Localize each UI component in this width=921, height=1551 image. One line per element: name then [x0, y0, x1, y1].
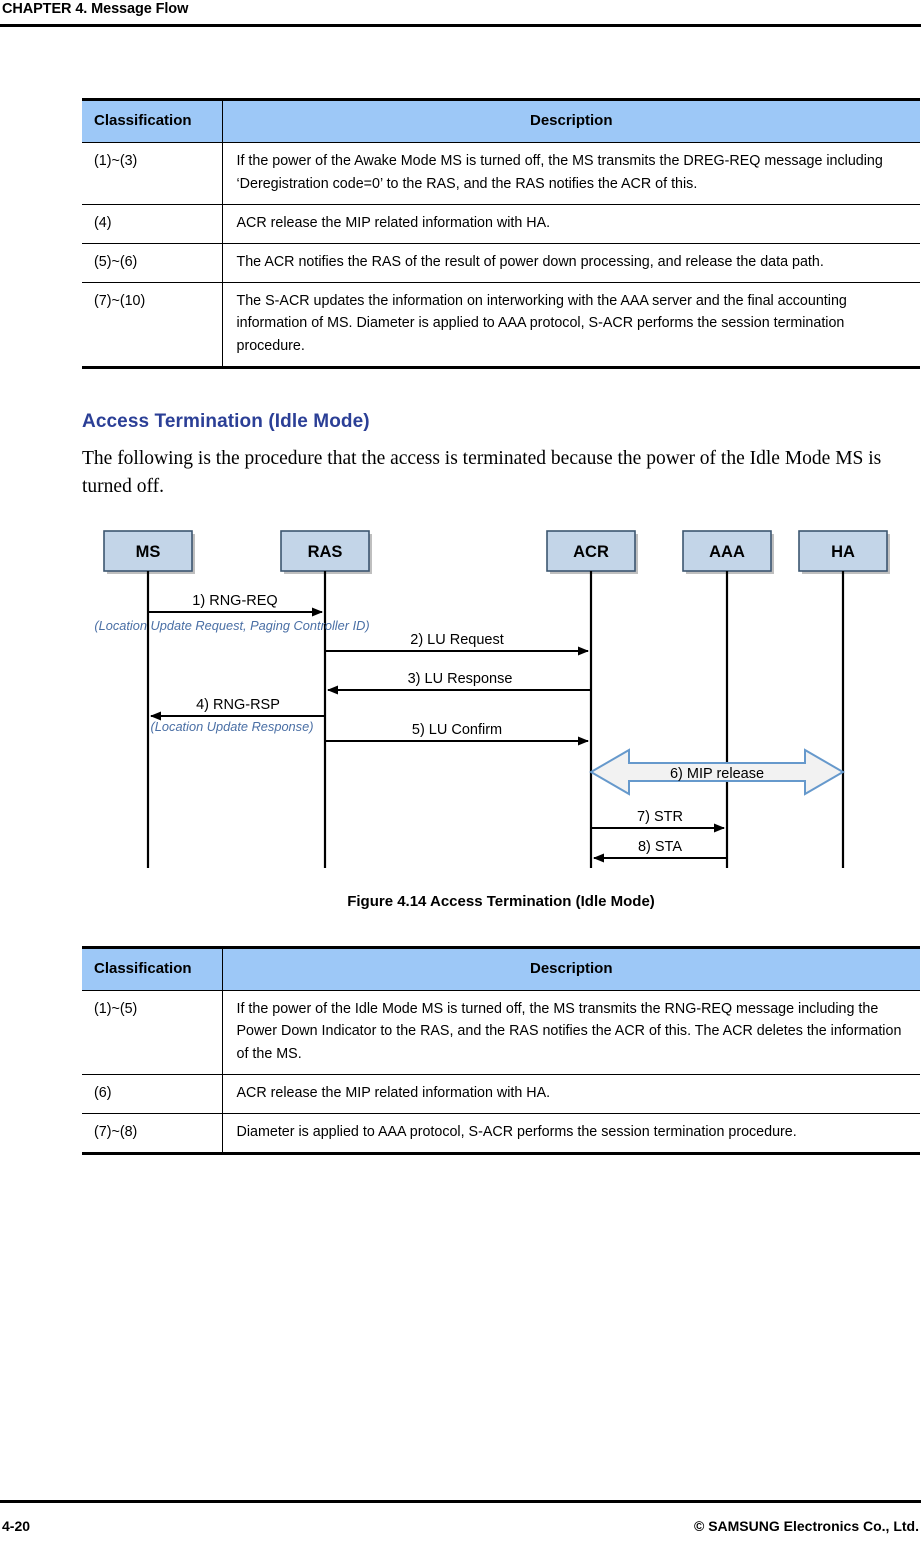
footer-copyright: © SAMSUNG Electronics Co., Ltd. [693, 1518, 919, 1534]
message-label-5: 5) LU Confirm [412, 722, 502, 738]
block-arrow-mip-release [589, 747, 845, 796]
table-row: (5)~(6) The ACR notifies the RAS of the … [82, 242, 920, 283]
figure-caption: Figure 4.14 Access Termination (Idle Mod… [347, 892, 655, 910]
cell-classification: (1)~(5) [82, 989, 223, 1076]
message-label-7: 7) STR [637, 809, 683, 825]
cell-description: If the power of the Idle Mode MS is turn… [222, 989, 920, 1076]
description-table-bottom: Classification Description (1)~(5) If th… [82, 945, 920, 1155]
cell-classification: (6) [82, 1074, 223, 1114]
node-box-ha [798, 529, 890, 574]
table-header-row: Classification Description [82, 945, 920, 991]
cell-description: The S-ACR updates the information on int… [222, 281, 920, 370]
cell-description: The ACR notifies the RAS of the result o… [222, 242, 920, 283]
cell-classification: (1)~(3) [82, 142, 223, 205]
header-divider-rule [0, 24, 921, 27]
page-running-footer: 4-20 © SAMSUNG Electronics Co., Ltd. [0, 1500, 921, 1551]
cell-classification: (5)~(6) [82, 242, 223, 283]
table-row: (7)~(10) The S-ACR updates the informati… [82, 281, 920, 370]
node-box-aaa [682, 529, 774, 574]
section-paragraph: The following is the procedure that the … [82, 448, 882, 497]
node-box-ras [280, 529, 372, 574]
node-label-acr: ACR [573, 543, 609, 561]
cell-description: Diameter is applied to AAA protocol, S-A… [222, 1113, 920, 1155]
node-label-ms: MS [136, 543, 161, 561]
cell-description: ACR release the MIP related information … [222, 1074, 920, 1114]
node-label-ras: RAS [308, 543, 343, 561]
cell-classification: (7)~(10) [82, 281, 223, 370]
message-label-1: 1) RNG-REQ [192, 593, 277, 609]
column-header-description: Description [222, 945, 920, 991]
footer-page-number: 4-20 [2, 1518, 31, 1534]
node-box-acr [546, 529, 638, 574]
message-label-6: 6) MIP release [670, 766, 764, 782]
table-header-row: Classification Description [82, 98, 920, 143]
table-row: (6) ACR release the MIP related informat… [82, 1074, 920, 1114]
table-row: (1)~(3) If the power of the Awake Mode M… [82, 142, 920, 205]
message-label-4: 4) RNG-RSP [196, 697, 280, 713]
table-row: (1)~(5) If the power of the Idle Mode MS… [82, 989, 920, 1076]
table-row: (4) ACR release the MIP related informat… [82, 203, 920, 244]
footer-divider-rule [0, 1500, 921, 1503]
node-box-ms [103, 529, 195, 574]
section-heading: Access Termination (Idle Mode) [82, 411, 370, 433]
message-label-8: 8) STA [638, 839, 682, 855]
table-row: (7)~(8) Diameter is applied to AAA proto… [82, 1113, 920, 1155]
column-header-classification: Classification [82, 98, 223, 143]
message-label-3: 3) LU Response [408, 671, 513, 687]
column-header-description: Description [222, 98, 920, 143]
annotation-location-update-request: (Location Update Request, Paging Control… [94, 618, 369, 633]
column-header-classification: Classification [82, 945, 223, 991]
annotation-location-update-response: (Location Update Response) [151, 719, 314, 734]
message-label-2: 2) LU Request [410, 632, 504, 648]
cell-classification: (4) [82, 203, 223, 244]
node-label-ha: HA [831, 543, 855, 561]
description-table-top: Classification Description (1)~(3) If th… [82, 98, 920, 370]
cell-description: If the power of the Awake Mode MS is tur… [222, 142, 920, 205]
page-running-header: CHAPTER 4. Message Flow [0, 0, 921, 30]
page-content: Classification Description (1)~(3) If th… [82, 0, 920, 1155]
node-label-aaa: AAA [709, 543, 745, 561]
chapter-title: CHAPTER 4. Message Flow [2, 1, 189, 17]
sequence-diagram: MS RAS ACR AAA HA 1) RNG-REQ (Location U… [82, 523, 920, 893]
cell-classification: (7)~(8) [82, 1113, 223, 1155]
cell-description: ACR release the MIP related information … [222, 203, 920, 244]
